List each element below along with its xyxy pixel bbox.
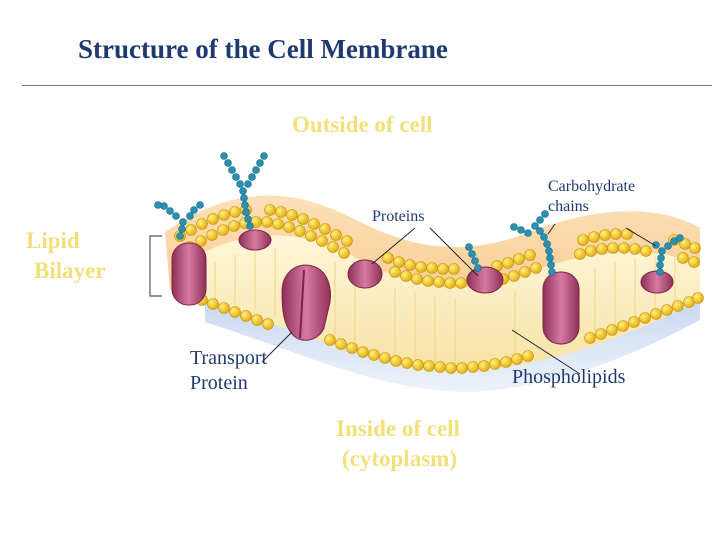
carbohydrate-chains xyxy=(154,152,684,276)
phospholipids-label: Phospholipids xyxy=(512,366,626,388)
transport-protein-label-line1: Transport xyxy=(190,347,268,369)
surface-protein-middle xyxy=(347,259,383,289)
phospholipid-heads-bottom xyxy=(174,286,704,374)
bilayer-bracket xyxy=(149,235,162,297)
transmembrane-protein-left xyxy=(171,242,207,306)
cytoplasm-label: (cytoplasm) xyxy=(342,446,457,471)
carbohydrate-label-line2: chains xyxy=(548,198,589,215)
surface-protein-top-left xyxy=(238,229,272,251)
proteins-label: Proteins xyxy=(372,208,425,225)
bilayer-label: Bilayer xyxy=(34,258,106,283)
leader-lines xyxy=(261,223,657,375)
page-title: Structure of the Cell Membrane xyxy=(78,34,448,64)
transport-protein-label-line2: Protein xyxy=(190,372,248,394)
lipid-tails xyxy=(214,248,676,364)
transport-protein xyxy=(281,264,331,341)
outside-of-cell-label: Outside of cell xyxy=(292,112,433,137)
carbohydrate-label-line1: Carbohydrate xyxy=(548,178,636,195)
membrane-underside xyxy=(205,300,700,392)
inside-of-cell-label: Inside of cell xyxy=(336,416,460,441)
transmembrane-protein-right xyxy=(542,271,580,345)
lipid-label: Lipid xyxy=(26,228,80,253)
title-divider xyxy=(22,85,712,86)
